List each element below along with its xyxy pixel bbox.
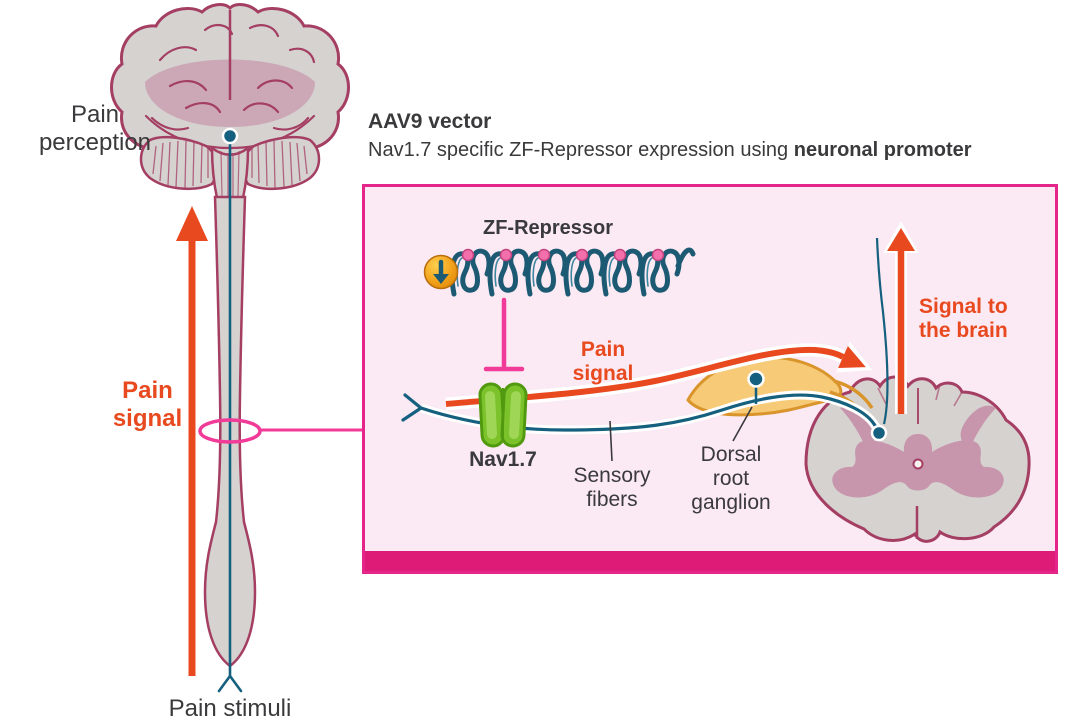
spinal-cord [203,127,257,693]
signal-to-brain-arrow [883,221,919,414]
sensory-fiber-bundle [401,341,883,435]
panel-header: AAV9 vector Nav1.7 specific ZF-Repressor… [368,110,1058,162]
inhibition-line [483,297,525,372]
nav17-channel [478,382,528,448]
zf-repressor-label: ZF-Repressor [482,217,614,239]
zf-repressor-protein [452,250,696,295]
drg-leader-line [732,406,753,442]
cord-synapse [870,237,889,442]
down-arrow-icon [423,254,459,290]
subtitle-bold-text: neuronal promoter [793,139,972,162]
pain-signal-label-box: Pain signal [572,338,634,386]
sensory-fiber-line [420,393,880,435]
panel-subtitle: Nav1.7 specific ZF-Repressor expression … [368,139,1058,162]
sensory-leader-line [609,420,613,462]
pain-stimuli-label: Pain stimuli [168,695,292,722]
subtitle-text: Nav1.7 specific ZF-Repressor expression … [368,139,794,162]
ganglion-neuron [747,370,765,404]
brain-synapse-dot [221,127,239,145]
ascending-fiber [875,237,889,425]
label-leader-lines [609,406,753,462]
pain-perception-label: Pain perception [38,101,152,156]
brain-illustration [110,3,350,200]
panel-title: AAV9 vector [368,110,492,133]
spinal-cord-cross-section [804,375,1031,543]
pain-signal-label-left: Pain signal [112,377,183,432]
pain-signal-up-arrow [176,206,208,676]
pain-signal-curve [445,346,845,407]
dorsal-root-ganglion-label: Dorsal root ganglion [691,443,771,515]
fiber-fork [401,393,423,422]
pain-signal-arrowhead [838,346,866,368]
nerve-ending-fork [217,674,243,693]
sensory-fibers-label: Sensory fibers [573,464,651,512]
nav17-label: Nav1.7 [469,448,537,471]
zoom-callout [198,418,362,444]
cerebellum [139,135,321,190]
panel-bottom-bar [365,551,1055,571]
signal-to-brain-label: Signal to the brain [919,295,1008,343]
